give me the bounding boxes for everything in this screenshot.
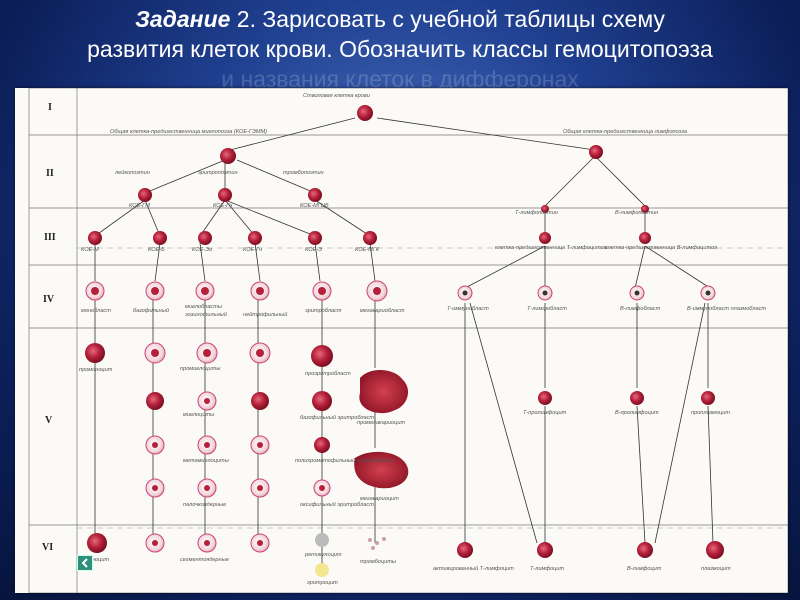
myeloblasts-label: миелобласты: [185, 304, 222, 310]
koe-mgcb-label: КОЕ-МГЦБ: [300, 203, 329, 209]
neutrophilic-label: нейтрофильный: [243, 311, 287, 318]
metamyelocytes-label: метамиелоциты: [183, 458, 229, 464]
koe-gm-label: КОЕ-ГМ: [129, 203, 150, 209]
row-v-cells: [85, 342, 715, 498]
b-lymphoblast-label: В-лимфобласт: [620, 306, 661, 312]
b-lymphopoietin-label: В-лимфопоэтин: [615, 210, 658, 216]
row-iv-cells: [85, 280, 716, 302]
stem-cell: [357, 105, 373, 121]
koe-e-cell: [308, 231, 322, 245]
connectors: [94, 117, 714, 568]
row-label-6: VI: [42, 542, 53, 553]
plasmocyte-label: плазмоцит: [701, 566, 731, 572]
koe-b-cell: [153, 231, 167, 245]
myelocytes-label: миелоциты: [183, 412, 214, 418]
t-precursor-cell: [539, 232, 551, 244]
b-lymphocyte-label: В-лимфоцит: [627, 566, 662, 572]
erythroblast-label: эритробласт: [305, 308, 342, 314]
row-label-2: II: [46, 168, 54, 179]
monoblast-label: монобласт: [81, 308, 111, 314]
proerythroblast-label: проэритробласт: [305, 371, 351, 377]
b-precursor-label: клетка-предшественница В-лимфоцитов: [605, 245, 717, 251]
basophil-mb-label: базофильный: [133, 307, 169, 314]
basophilic-eryth-label: базофильный эритробласт: [300, 414, 374, 421]
t-lymphocyte-label: Т-лимфоцит: [530, 566, 564, 572]
eosinophilic-label: эозинофильный: [185, 311, 227, 318]
title-line2: развития клеток крови. Обозначить классы…: [87, 36, 713, 62]
thrombopoietin-label: тромбопоэтин: [283, 170, 324, 176]
t-lymphopoietin-label: Т-лимфопоэтин: [515, 210, 558, 216]
myelo-common-label: Общая клетка-предшественница миелопоэза …: [110, 129, 267, 135]
promyelocytes-label: промиелоциты: [180, 366, 221, 372]
koe-gm-cell: [138, 188, 152, 202]
leukopoietin-label: лейкопоэтин: [114, 169, 150, 176]
row-label-4: IV: [43, 294, 55, 305]
t-precursor-label: клетка-предшественница Т-лимфоцитов: [495, 245, 607, 251]
koe-mgk-cell: [363, 231, 377, 245]
b-precursor-cell: [639, 232, 651, 244]
t-prolymphocyte-label: Т-пролимфоцит: [523, 410, 567, 416]
megakaryocyte-label: мегакариоцит: [360, 496, 399, 502]
platelets-label: тромбоциты: [360, 559, 396, 565]
row-label-1: I: [48, 102, 52, 113]
activated-t-label: активированный Т-лимфоцит: [433, 565, 514, 572]
monocyte-label: моноцит: [85, 557, 109, 563]
row-vi-cells: [87, 533, 724, 577]
erythropoietin-label: эритропоэтин: [198, 170, 238, 176]
stem-cell-label: Стволовая клетка крови: [303, 93, 370, 99]
back-arrow-icon[interactable]: [77, 555, 93, 571]
title-bold: Задание: [135, 6, 231, 32]
slide-title: Задание 2. Зарисовать с учебной таблицы …: [0, 0, 800, 92]
koe-b-label: КОЕ-Б: [148, 247, 165, 253]
koe-ge-label: КОЕ-Гэ: [213, 203, 232, 209]
koe-ge-cell: [218, 188, 232, 202]
lympho-common-cell: [589, 145, 603, 159]
koe-eo-cell: [198, 231, 212, 245]
koe-e-label: КОЕ-Э: [305, 247, 322, 253]
promonocyte-label: промоноцит: [79, 367, 113, 373]
reticulocyte-label: ретикулоцит: [304, 552, 342, 558]
title-rest: 2. Зарисовать с учебной таблицы схему: [230, 6, 665, 32]
proplasmocyte-label: проплазмоцит: [691, 410, 730, 416]
myelo-common-cell: [220, 148, 236, 164]
megakaryoblast-label: мегакариобласт: [360, 308, 405, 314]
t-immunoblast-label: Т-иммунобласт: [447, 306, 489, 312]
segmented-label: сегментоядерные: [180, 557, 229, 563]
row-label-3: III: [44, 232, 56, 243]
promegakaryocyte-label: промегакариоцит: [357, 420, 405, 426]
koe-gn-label: КОЕ-Гн: [243, 247, 262, 253]
t-lymphoblast-label: Т-лимфобласт: [527, 306, 567, 312]
koe-gn-cell: [248, 231, 262, 245]
polychromatophilic-label: полихроматофильный эритробласт: [295, 457, 394, 464]
koe-m-label: КОЕ-М: [81, 247, 99, 253]
lympho-common-label: Общая клетка-предшественница лимфопоэза: [563, 129, 687, 135]
b-immunoblast-label: В-иммунобласт плазмобласт: [687, 306, 766, 312]
t-lymphopoietin-dot: [541, 205, 549, 213]
band-label: палочкоядерные: [183, 502, 226, 508]
hematopoiesis-scheme: I II III IV V VI: [28, 88, 788, 593]
row-label-5: V: [45, 415, 53, 426]
row-grid: [28, 88, 788, 593]
koe-mgk-label: КОЕ-МГК: [355, 247, 380, 253]
dashed-separators: [77, 247, 788, 529]
hematopoiesis-table: I II III IV V VI: [15, 88, 788, 593]
koe-eo-label: КОЕ-Эо: [192, 247, 212, 253]
b-lymphopoietin-dot: [641, 205, 649, 213]
koe-m-cell: [88, 231, 102, 245]
b-prolymphocyte-label: В-пролимфоцит: [615, 410, 659, 416]
oxyphilic-label: оксифильный эритробласт: [300, 501, 374, 508]
erythrocyte-label: эритроцит: [307, 580, 338, 586]
koe-mgcb-cell: [308, 188, 322, 202]
